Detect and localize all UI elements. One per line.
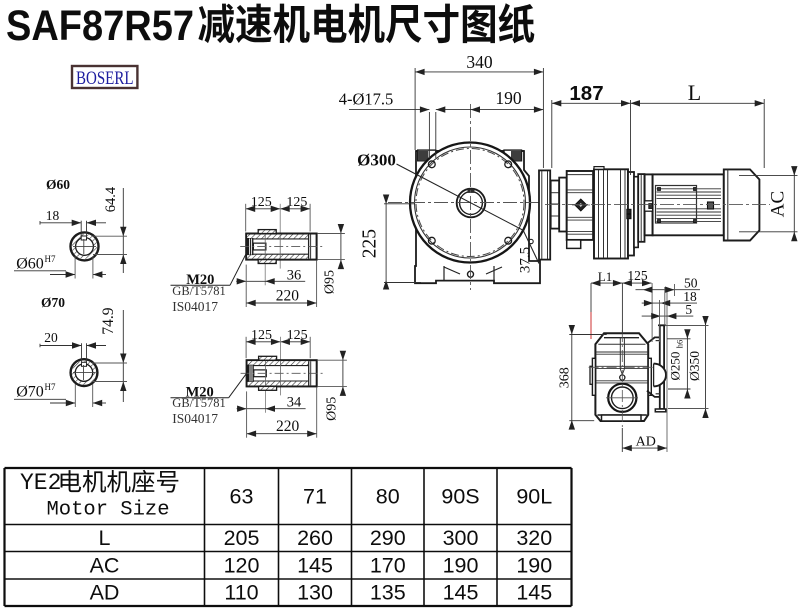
svg-text:64.4: 64.4 (103, 186, 119, 212)
svg-text:90L: 90L (516, 485, 552, 509)
svg-text:225: 225 (360, 229, 381, 258)
svg-text:135: 135 (370, 581, 406, 605)
svg-text:170: 170 (370, 553, 406, 577)
svg-text:63: 63 (230, 485, 254, 509)
svg-text:L1: L1 (598, 269, 612, 284)
svg-text:AD: AD (636, 435, 656, 450)
svg-text:125: 125 (287, 328, 308, 343)
svg-text:50: 50 (684, 275, 698, 290)
svg-text:GB/T5781: GB/T5781 (172, 284, 225, 298)
svg-text:125: 125 (627, 268, 648, 283)
svg-text:34: 34 (287, 395, 302, 411)
svg-text:37.5: 37.5 (518, 247, 534, 273)
svg-text:220: 220 (276, 418, 300, 435)
svg-text:Ø95: Ø95 (322, 270, 337, 294)
svg-text:BOSERL: BOSERL (76, 69, 134, 89)
svg-text:71: 71 (303, 485, 327, 509)
svg-text:300: 300 (443, 526, 479, 550)
svg-text:L: L (688, 80, 701, 105)
svg-text:187: 187 (569, 82, 603, 105)
svg-text:5: 5 (685, 302, 692, 317)
svg-text:Ø95: Ø95 (324, 397, 339, 421)
svg-text:110: 110 (224, 581, 258, 605)
svg-text:18: 18 (46, 208, 60, 223)
svg-text:Ø60: Ø60 (16, 256, 44, 273)
svg-text:145: 145 (443, 581, 479, 605)
svg-text:190: 190 (495, 88, 522, 108)
svg-text:AC: AC (90, 553, 120, 577)
svg-text:190: 190 (443, 553, 479, 577)
svg-text:290: 290 (370, 526, 406, 550)
svg-text:H7: H7 (45, 254, 56, 264)
svg-text:H7: H7 (45, 382, 56, 392)
svg-text:36: 36 (287, 267, 302, 283)
svg-text:h6: h6 (675, 340, 685, 349)
svg-text:340: 340 (466, 52, 493, 72)
svg-text:Ø300: Ø300 (357, 151, 396, 170)
svg-text:125: 125 (251, 328, 272, 343)
svg-text:260: 260 (297, 526, 333, 550)
svg-text:90S: 90S (441, 485, 479, 509)
svg-text:GB/T5781: GB/T5781 (172, 396, 225, 410)
svg-text:74.9: 74.9 (100, 307, 117, 334)
svg-text:125: 125 (286, 195, 307, 210)
svg-text:AC: AC (768, 191, 789, 217)
svg-text:Ø350: Ø350 (687, 351, 702, 381)
svg-text:SAF87R57: SAF87R57 (6, 2, 194, 50)
svg-text:4-Ø17.5: 4-Ø17.5 (339, 90, 394, 109)
svg-text:368: 368 (557, 367, 572, 388)
svg-text:205: 205 (224, 526, 260, 550)
svg-text:18: 18 (683, 289, 697, 304)
svg-text:145: 145 (516, 581, 552, 605)
svg-text:AD: AD (90, 581, 120, 605)
svg-text:Ø70: Ø70 (41, 295, 65, 310)
svg-text:M20: M20 (186, 385, 214, 401)
svg-text:Motor Size: Motor Size (46, 499, 169, 522)
svg-text:80: 80 (376, 485, 400, 509)
svg-text:M20: M20 (186, 272, 214, 288)
svg-text:IS04017: IS04017 (172, 299, 218, 314)
svg-text:125: 125 (251, 195, 272, 210)
svg-text:320: 320 (516, 526, 552, 550)
svg-text:130: 130 (297, 581, 333, 605)
svg-text:Ø250: Ø250 (668, 352, 683, 381)
svg-text:Ø70: Ø70 (16, 384, 44, 401)
svg-text:120: 120 (224, 553, 260, 577)
svg-text:YE2: YE2 (20, 470, 61, 496)
svg-text:20: 20 (44, 330, 58, 345)
svg-text:IS04017: IS04017 (172, 411, 218, 426)
svg-text:220: 220 (276, 288, 300, 305)
svg-text:190: 190 (516, 553, 552, 577)
svg-text:145: 145 (297, 553, 333, 577)
svg-text:Ø60: Ø60 (46, 177, 70, 192)
svg-text:L: L (99, 526, 111, 550)
